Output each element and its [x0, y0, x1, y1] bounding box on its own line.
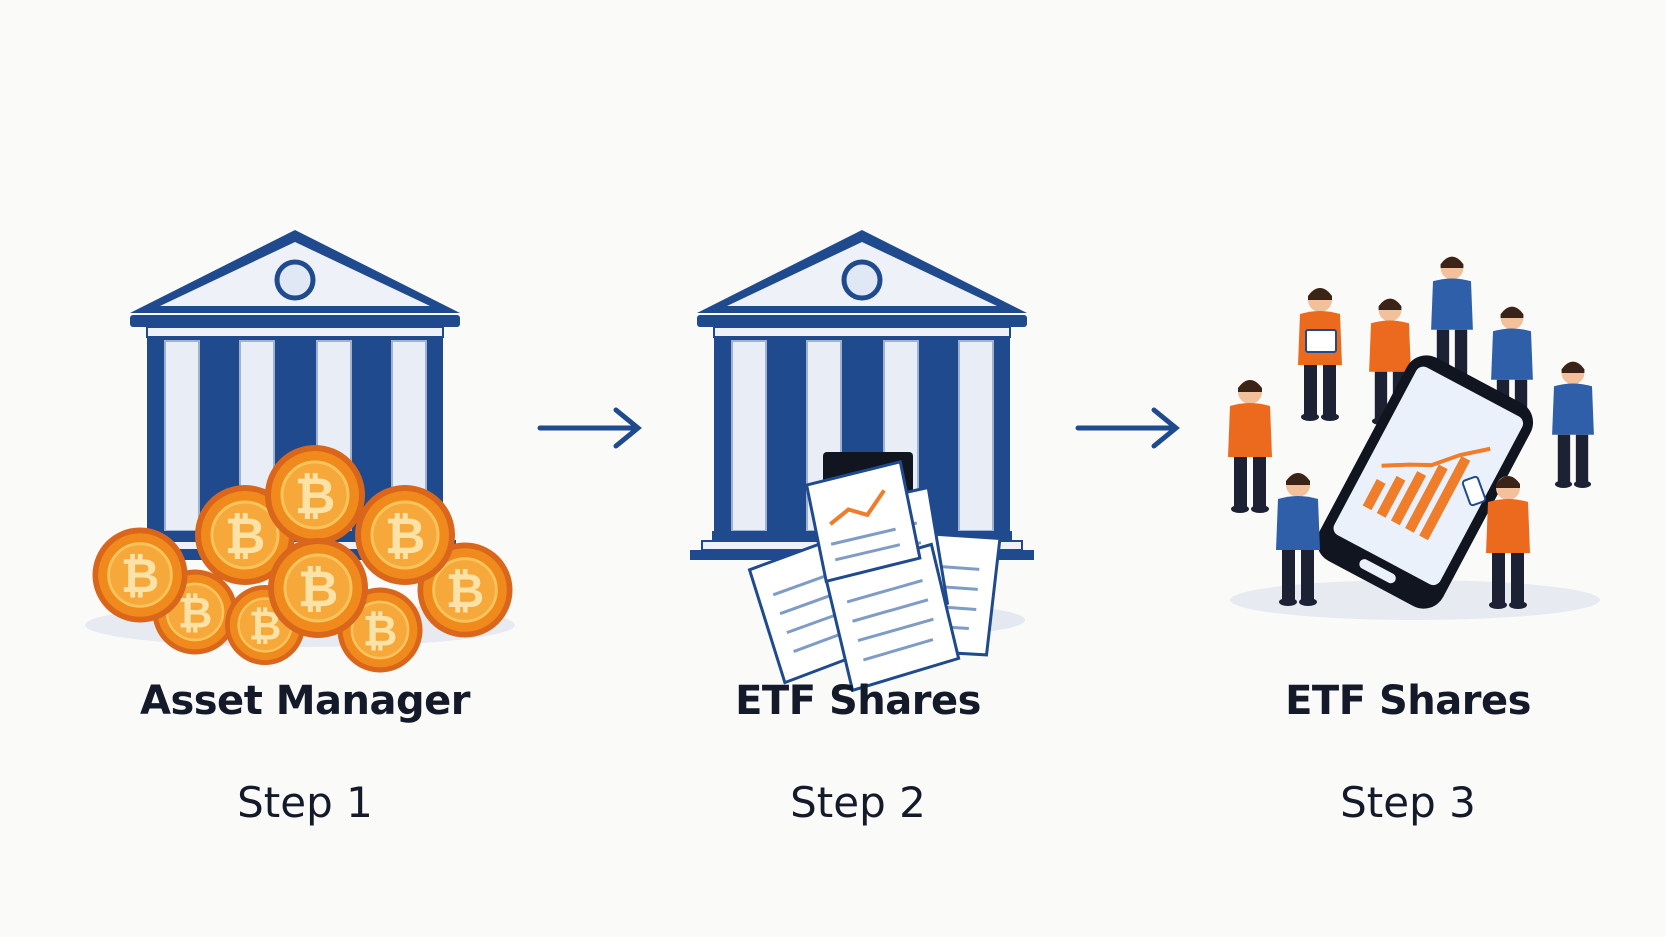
- stage-1-step: Step 1: [237, 778, 373, 827]
- phone-small-icon: [1461, 475, 1487, 507]
- arrow-right-icon: [537, 407, 642, 449]
- stage-2-title: ETF Shares: [735, 678, 981, 724]
- stage-1-title: Asset Manager: [139, 678, 471, 724]
- stage-2-step: Step 2: [790, 778, 926, 827]
- smartphone-chart-icon: [1316, 355, 1534, 609]
- tablet-icon: [1305, 329, 1337, 353]
- stage-3-title: ETF Shares: [1285, 678, 1531, 724]
- arrow-right-icon: [1075, 407, 1180, 449]
- document-chart-icon: [745, 459, 1009, 694]
- stage-3-step: Step 3: [1340, 778, 1476, 827]
